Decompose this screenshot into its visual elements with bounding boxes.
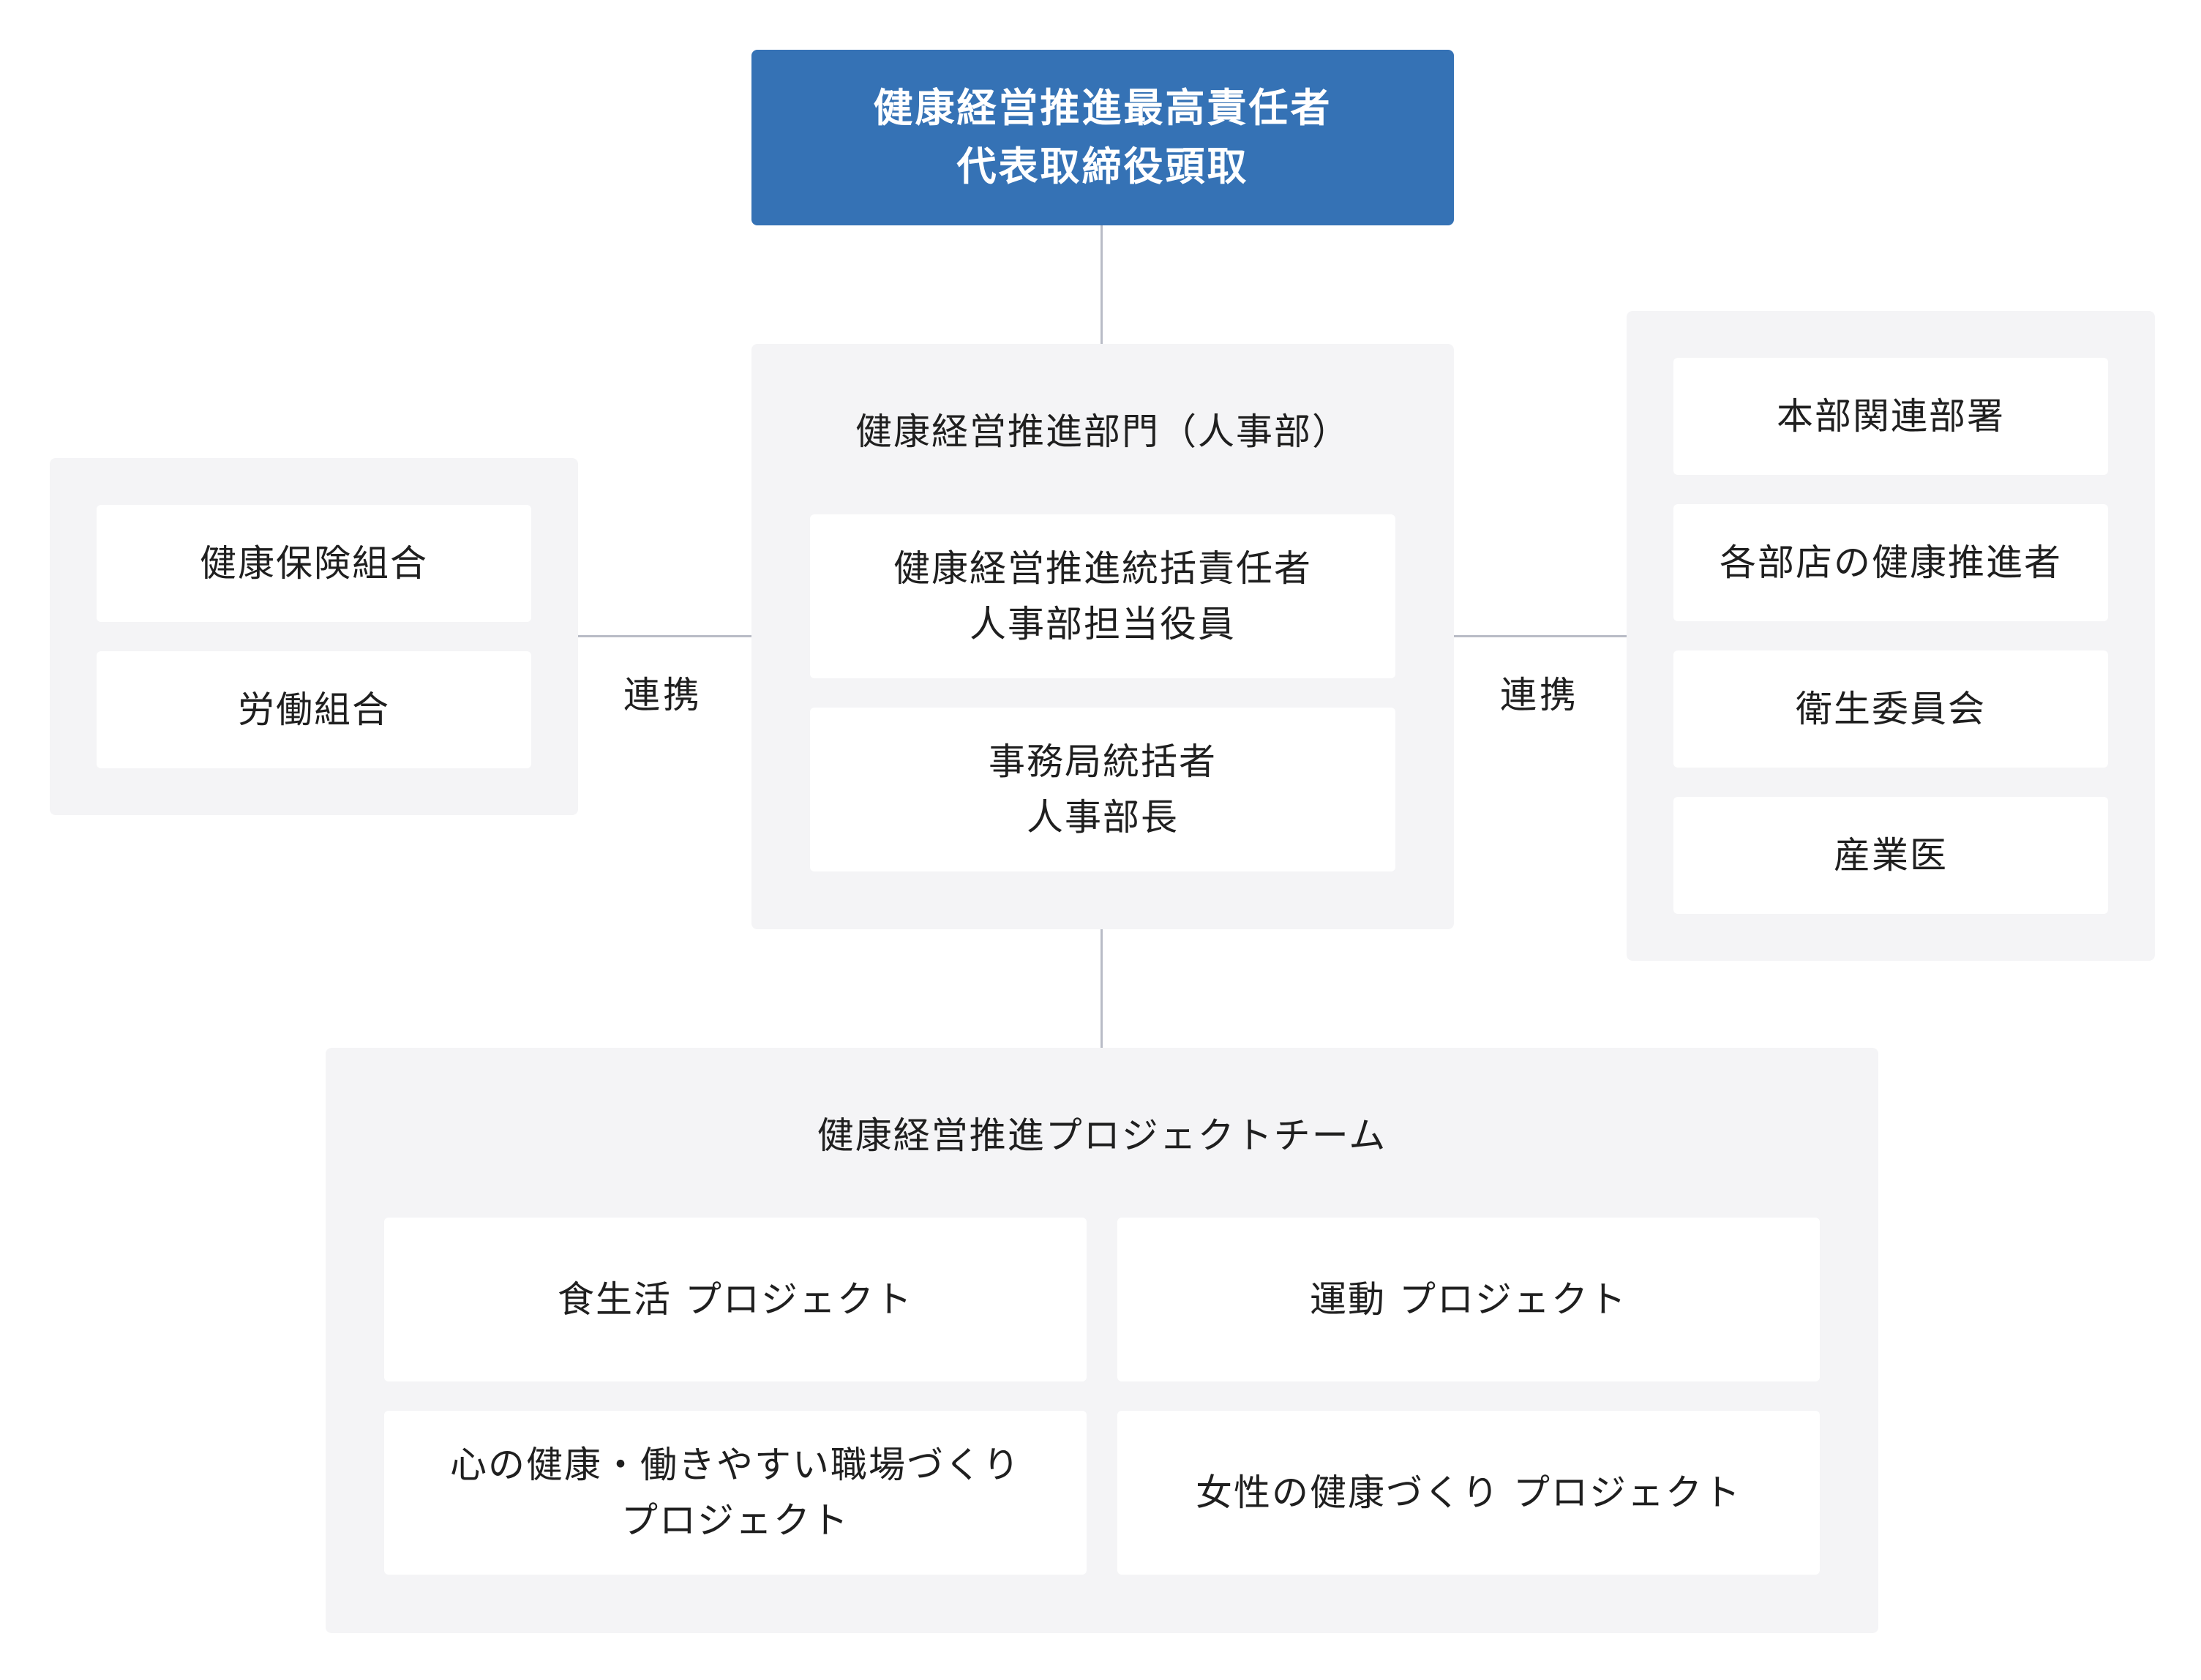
right-panel: 本部関連部署 各部店の健康推進者 衛生委員会 産業医	[1627, 311, 2155, 961]
bottom-panel: 健康経営推進プロジェクトチーム 食生活 プロジェクト 運動 プロジェクト 心の健…	[326, 1048, 1878, 1633]
left-panel: 健康保険組合 労働組合	[50, 458, 578, 815]
connector-center-to-right	[1454, 635, 1627, 637]
center-card-responsible-line1: 健康経営推進統括責任者	[893, 547, 1312, 590]
project-card-womens-health-label: 女性の健康づくり プロジェクト	[1196, 1471, 1741, 1514]
link-label-left: 連携	[623, 674, 702, 716]
bottom-panel-title: 健康経営推進プロジェクトチーム	[817, 1114, 1387, 1157]
center-panel-title: 健康経営推進部門（人事部）	[855, 410, 1350, 453]
link-label-right: 連携	[1500, 674, 1579, 716]
project-card-mental-health-line1: 心の健康・働きやすい職場づくり	[450, 1444, 1021, 1486]
chief-officer-box: 健康経営推進最高責任者 代表取締役頭取	[751, 50, 1454, 225]
center-card-secretariat-line2: 人事部長	[1027, 796, 1179, 839]
left-item: 労働組合	[97, 651, 531, 768]
right-item: 衛生委員会	[1673, 650, 2108, 768]
project-card-diet-label: 食生活 プロジェクト	[558, 1278, 913, 1321]
center-card-responsible-line2: 人事部担当役員	[970, 603, 1236, 645]
connector-center-to-bottom	[1100, 929, 1103, 1048]
center-card-secretariat-line1: 事務局統括者	[989, 740, 1217, 783]
left-item: 健康保険組合	[97, 505, 531, 622]
project-card-womens-health: 女性の健康づくり プロジェクト	[1117, 1411, 1820, 1575]
center-panel: 健康経営推進部門（人事部） 健康経営推進統括責任者 人事部担当役員 事務局統括者…	[751, 344, 1454, 929]
connector-left-to-center	[578, 635, 751, 637]
project-card-diet: 食生活 プロジェクト	[384, 1218, 1087, 1381]
right-item: 各部店の健康推進者	[1673, 504, 2108, 621]
project-card-mental-health-line2: プロジェクト	[621, 1499, 850, 1542]
project-card-exercise: 運動 プロジェクト	[1117, 1218, 1820, 1381]
project-card-mental-health: 心の健康・働きやすい職場づくり プロジェクト	[384, 1411, 1087, 1575]
chief-officer-title: 健康経営推進最高責任者	[873, 85, 1332, 131]
right-item: 産業医	[1673, 797, 2108, 914]
center-card-responsible: 健康経営推進統括責任者 人事部担当役員	[810, 514, 1395, 678]
right-item: 本部関連部署	[1673, 358, 2108, 475]
center-card-secretariat: 事務局統括者 人事部長	[810, 708, 1395, 871]
project-card-exercise-label: 運動 プロジェクト	[1310, 1278, 1627, 1321]
chief-officer-role: 代表取締役頭取	[956, 143, 1249, 190]
connector-top-to-center	[1100, 225, 1103, 344]
